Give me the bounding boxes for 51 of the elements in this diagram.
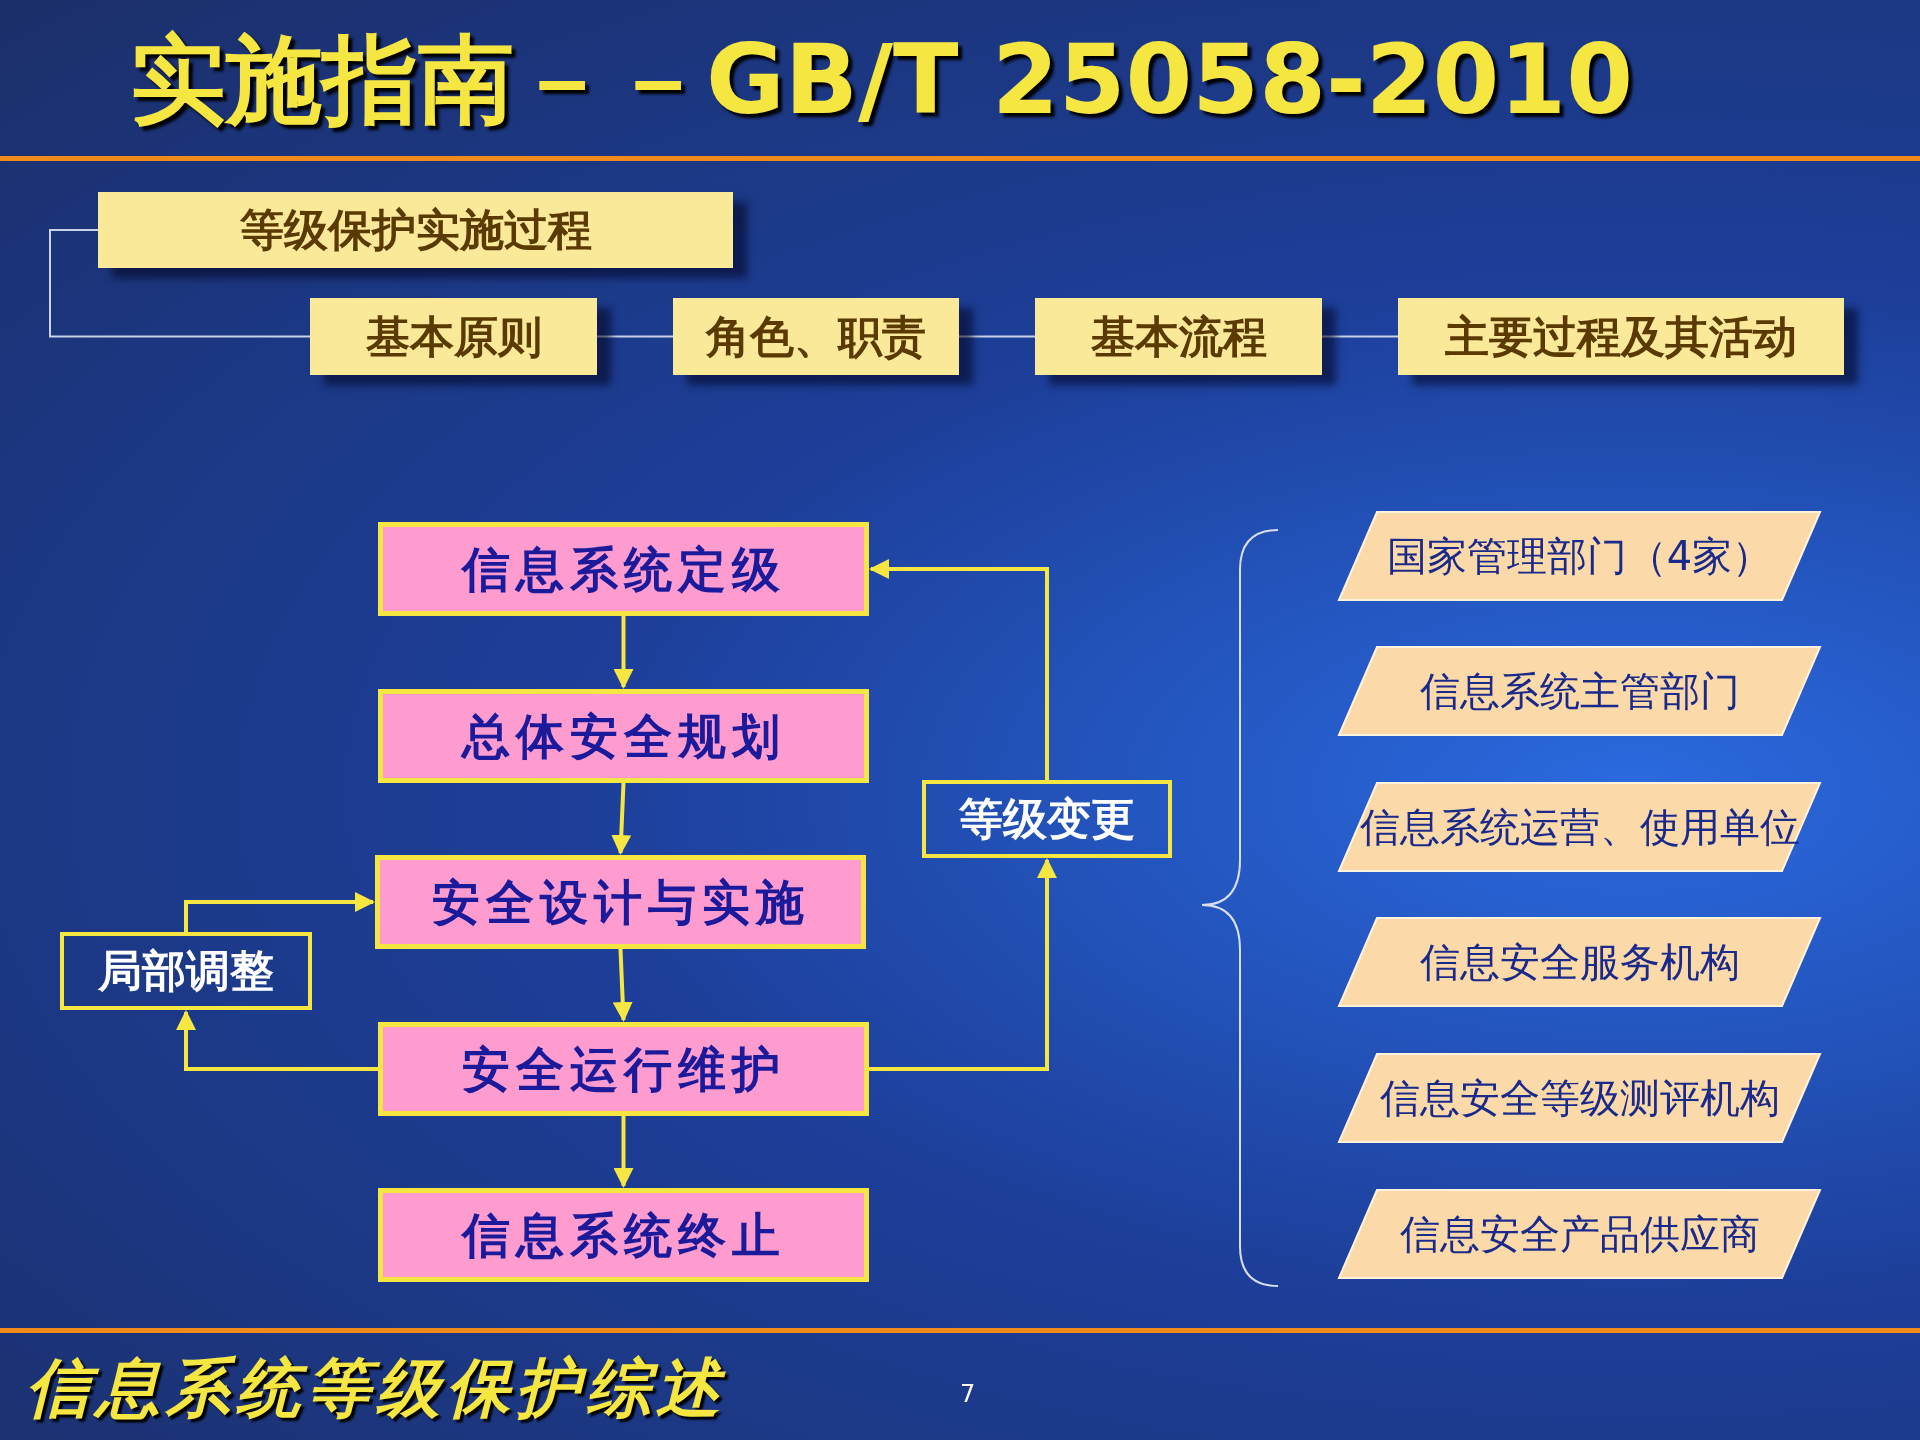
page-number: 7 (960, 1379, 976, 1410)
node-label: 角色、职责 (706, 309, 926, 364)
arrow (869, 858, 1057, 1071)
process-box (922, 780, 1172, 858)
role-parallelogram (1337, 1052, 1822, 1144)
arrow (184, 892, 375, 932)
arrow (613, 616, 634, 689)
heading-box (98, 192, 733, 268)
connector-line (1321, 335, 1399, 338)
heading-box (673, 298, 959, 375)
node-label: 总体安全规划 (461, 707, 786, 766)
heading-box (310, 298, 597, 375)
role-parallelogram (1337, 1188, 1822, 1280)
title: 实施指南－－GB/T 25058-2010 (130, 23, 1633, 138)
node-label: 主要过程及其活动 (1445, 309, 1797, 364)
role-parallelogram (1337, 916, 1822, 1008)
node-label: 安全设计与实施 (431, 873, 810, 932)
connector-line (958, 335, 1036, 338)
process-box (378, 1188, 869, 1282)
node-label: 信息安全等级测评机构 (1379, 1074, 1780, 1123)
arrow (612, 948, 633, 1022)
node-label: 基本原则 (365, 309, 542, 364)
node-label: 信息系统终止 (461, 1206, 786, 1265)
process-box (375, 855, 866, 949)
node-label: 局部调整 (98, 944, 274, 998)
arrow (176, 1010, 378, 1071)
arrow (869, 559, 1049, 780)
node-label: 国家管理部门（4家） (1386, 532, 1773, 581)
footer-title: 信息系统等级保护综述 (26, 1350, 726, 1427)
process-box (60, 932, 312, 1010)
role-parallelogram (1337, 645, 1822, 737)
arrow (611, 782, 632, 855)
process-box (378, 522, 869, 616)
node-label: 等级变更 (959, 792, 1135, 846)
node-label: 基本流程 (1090, 309, 1267, 364)
arrow (613, 1116, 634, 1188)
role-parallelogram (1337, 781, 1822, 873)
node-label: 信息安全服务机构 (1419, 938, 1740, 987)
node-label: 信息安全产品供应商 (1399, 1210, 1760, 1259)
node-label: 信息系统主管部门 (1419, 667, 1740, 716)
node-label: 安全运行维护 (461, 1040, 786, 1099)
heading-box (1398, 298, 1844, 375)
node-label: 信息系统运营、使用单位 (1359, 803, 1800, 852)
node-label: 等级保护实施过程 (239, 203, 592, 257)
connector-line (596, 335, 674, 338)
process-box (378, 1022, 869, 1116)
heading-box (1035, 298, 1322, 375)
role-parallelogram (1337, 510, 1822, 602)
process-box (378, 689, 869, 783)
connector-line (49, 229, 311, 338)
node-label: 信息系统定级 (461, 540, 786, 599)
